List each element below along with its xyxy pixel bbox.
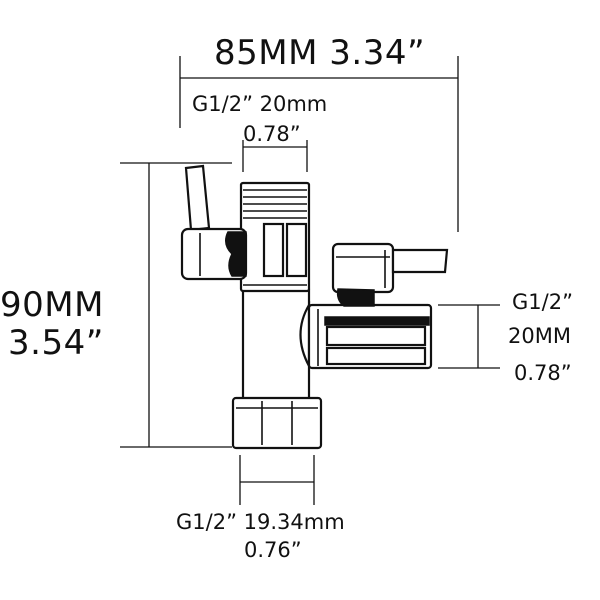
top-window-left bbox=[262, 222, 285, 278]
right-handle-block bbox=[331, 242, 395, 294]
right-handle-knob bbox=[336, 288, 375, 307]
total-width-metric: 85MM bbox=[214, 33, 318, 73]
side-thread-line1: G1/2” bbox=[512, 290, 573, 314]
side-thread-line3: 0.78” bbox=[514, 361, 572, 385]
valve-body bbox=[231, 181, 323, 450]
top-window-right bbox=[285, 222, 308, 278]
top-thread-metric: G1/2” 20mm bbox=[192, 92, 328, 116]
total-height-metric: 90MM bbox=[0, 285, 104, 325]
top-thread-ribs bbox=[243, 189, 307, 219]
left-handle bbox=[180, 164, 248, 281]
side-window-upper bbox=[325, 325, 427, 347]
total-width-imperial: 3.34” bbox=[329, 33, 426, 73]
left-handle-knob bbox=[225, 231, 247, 277]
right-lever bbox=[391, 248, 449, 274]
bottom-thread-metric: G1/2” 19.34mm bbox=[176, 510, 345, 534]
side-window-lower bbox=[325, 346, 427, 366]
dimension-lines bbox=[120, 56, 500, 505]
bottom-thread-imperial: 0.76” bbox=[244, 538, 302, 562]
side-stripe-top bbox=[324, 316, 430, 326]
total-width-label: 85MM 3.34” bbox=[214, 36, 425, 70]
main-body bbox=[241, 288, 311, 404]
total-height-imperial: 3.54” bbox=[8, 323, 104, 363]
top-thread-imperial: 0.78” bbox=[243, 122, 301, 146]
side-outlet bbox=[299, 300, 433, 370]
left-lever bbox=[184, 164, 211, 232]
side-thread-line2: 20MM bbox=[508, 324, 571, 348]
right-handle bbox=[331, 242, 449, 307]
bottom-nut bbox=[231, 396, 323, 450]
